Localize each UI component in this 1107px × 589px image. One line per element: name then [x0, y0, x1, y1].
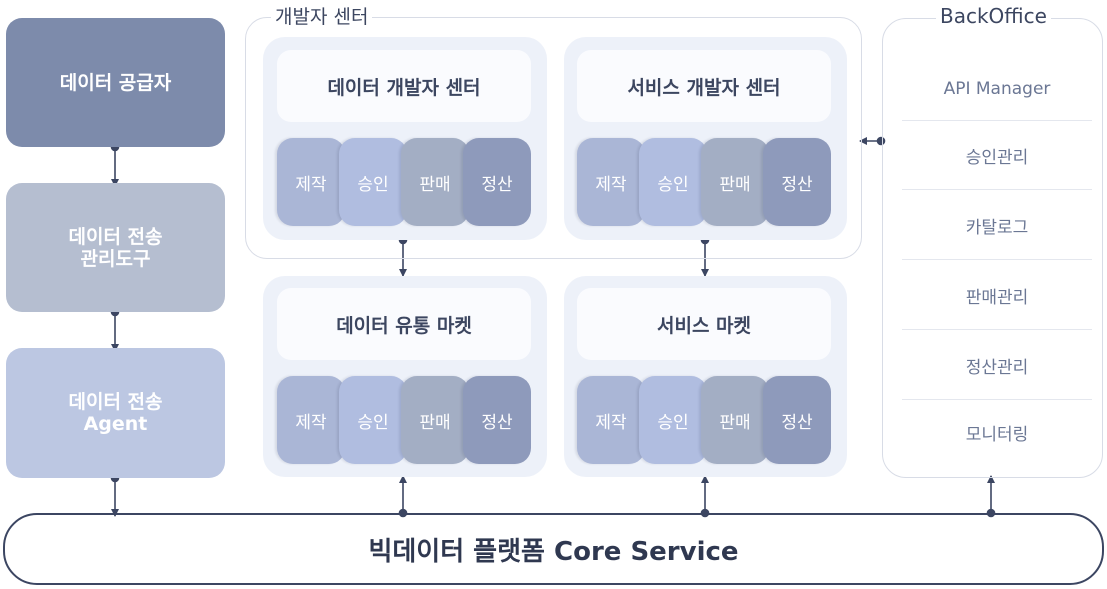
service-dev-chip-sales: 판매 [701, 138, 769, 226]
data-dev-center-title: 데이터 개발자 센터 [277, 50, 531, 122]
dev-center-group [245, 17, 862, 259]
transfer-agent-line2: Agent [83, 413, 148, 435]
transfer-tool-line2: 관리도구 [80, 247, 151, 270]
service-market-title: 서비스 마켓 [577, 288, 831, 360]
data-dev-chip-sales: 판매 [401, 138, 469, 226]
data-market-chip-production: 제작 [277, 376, 345, 464]
service-market-chip-approval: 승인 [639, 376, 707, 464]
transfer-tool-box: 데이터 전송 관리도구 [6, 183, 225, 312]
dev-center-label: 개발자 센터 [271, 6, 373, 28]
data-dev-chip-settlement: 정산 [463, 138, 531, 226]
data-supplier-box: 데이터 공급자 [6, 18, 225, 147]
transfer-agent-box: 데이터 전송 Agent [6, 348, 225, 478]
service-dev-chip-approval: 승인 [639, 138, 707, 226]
backoffice-item-sales: 판매관리 [902, 261, 1092, 330]
service-market-chip-settlement: 정산 [763, 376, 831, 464]
backoffice-item-monitoring: 모니터링 [965, 424, 1029, 445]
service-market-chip-sales: 판매 [701, 376, 769, 464]
data-dev-chip-approval: 승인 [339, 138, 407, 226]
transfer-tool-line1: 데이터 전송 [68, 225, 163, 248]
backoffice-item-approval: 승인관리 [902, 122, 1092, 190]
backoffice-label: BackOffice [936, 5, 1051, 27]
data-market-chip-approval: 승인 [339, 376, 407, 464]
backoffice-item-catalog: 카탈로그 [902, 191, 1092, 260]
data-dev-chip-production: 제작 [277, 138, 345, 226]
data-market-chip-sales: 판매 [401, 376, 469, 464]
service-dev-chip-production: 제작 [577, 138, 645, 226]
data-market-chip-settlement: 정산 [463, 376, 531, 464]
data-supplier-label: 데이터 공급자 [59, 71, 172, 94]
core-service-label: 빅데이터 플랫폼 Core Service [368, 536, 739, 567]
data-market-title: 데이터 유통 마켓 [277, 288, 531, 360]
service-market-chip-production: 제작 [577, 376, 645, 464]
service-dev-chip-settlement: 정산 [763, 138, 831, 226]
transfer-agent-line1: 데이터 전송 [68, 391, 163, 413]
service-dev-center-title: 서비스 개발자 센터 [577, 50, 831, 122]
backoffice-item-settlement: 정산관리 [902, 331, 1092, 400]
core-service-bar: 빅데이터 플랫폼 Core Service [3, 513, 1104, 585]
backoffice-item-api-manager: API Manager [902, 57, 1092, 121]
